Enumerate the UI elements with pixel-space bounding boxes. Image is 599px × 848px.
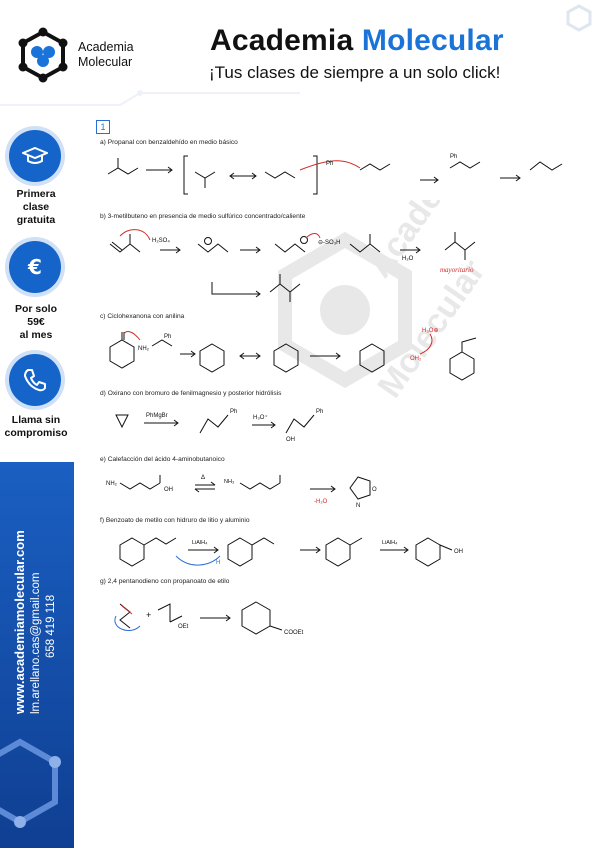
call-label-line-2: compromiso [4,427,68,439]
item-c-water: OH₂ [410,356,422,362]
item-e-heat: Δ [201,475,205,481]
free-class-label-line-3: gratuita [16,214,56,226]
price-button[interactable]: € [9,241,61,293]
item-e-nitrogen: N [356,503,360,509]
svg-text:Ph: Ph [450,154,457,160]
item-b-sulfate: ⊖-SO₃H [318,240,340,246]
corner-hexagon-icon [566,4,592,32]
item-c-hydronium: H₃O⊕ [422,328,438,334]
item-a-label: a) Propanal con benzaldehído en medio bá… [100,139,238,146]
item-e-scheme: NH₂ OH Δ NH₃ -H₂O N O [106,475,377,509]
academia-molecular-watermark: Academia Molecular [278,200,493,405]
item-c-phenyl: Ph [164,334,171,340]
logo-line-2: Molecular [78,55,133,69]
free-class-label: Primera clase gratuita [0,188,72,227]
item-b-reagent: H₂SO₄ [152,238,170,244]
item-e-water-loss: -H₂O [314,499,328,505]
item-b-major-product: mayoritario [440,266,474,274]
price-label-line-3: al mes [19,329,53,341]
euro-icon: € [27,255,42,279]
item-e-oxygen: O [372,487,377,493]
phone-number[interactable]: 658 419 118 [45,594,57,658]
free-class-label-line-1: Primera [16,188,56,200]
item-g-plus: + [146,610,151,620]
item-f-scheme: LiAlH₄ H LiAlH₄ OH [119,537,463,567]
item-g-ester: OEt [178,624,189,630]
phone-icon [24,369,46,392]
item-d-hydroxyl: OH [286,437,295,443]
item-f-label: f) Benzoato de metilo con hidruro de lit… [100,517,250,524]
price-label-line-1: Por solo [14,303,57,315]
band-hexagon-decoration [0,738,61,828]
item-g-product: COOEt [284,630,304,636]
item-e-amine: NH₂ [106,481,118,487]
item-g-label: g) 2,4 pentanodieno con propanoato de et… [100,578,230,585]
item-d-scheme: PhMgBr Ph H₃O⁺ OH Ph [115,409,323,443]
exercise-number: 1 [96,120,110,134]
website-link[interactable]: www.academiamolecular.com [12,530,27,714]
item-b-water: H₂O [402,256,414,262]
graduation-cap-icon [22,146,48,164]
price-label-line-2: 59€ [27,316,45,328]
free-class-label-line-2: clase [22,201,50,213]
tagline: ¡Tus clases de siempre a un solo click! [209,63,501,82]
item-e-label: e) Calefacción del ácido 4-aminobutanoic… [100,456,225,463]
contact-band [0,462,74,848]
item-d-phenyl-1: Ph [230,409,237,415]
call-label-line-1: Llama sin [11,414,61,426]
page-title: Academia Molecular [210,24,504,58]
title-part-1: Academia [210,24,354,57]
academia-molecular-logo-icon [18,27,68,83]
item-a-scheme: Ph Ph [107,154,563,195]
item-d-hydronium: H₃O⁺ [253,414,268,421]
call-label: Llama sin compromiso [0,414,72,440]
item-e-hydroxyl: OH [164,487,173,493]
item-e-ammonium: NH₃ [224,479,234,485]
item-d-label: d) Oxirano con bromuro de fenilmagnesio … [100,390,282,397]
item-f-reagent-2: LiAlH₄ [382,540,398,546]
svg-text:Ph: Ph [326,161,333,167]
item-c-scheme: NH₂ Ph OH₂ H₃O⊕ [109,328,477,381]
title-part-2: Molecular [361,24,504,57]
logo-wordmark: Academia Molecular [78,40,134,70]
item-b-scheme: H₂SO₄ ⊖-SO₃H H₂O mayoritario [109,229,476,302]
item-f-hydride: H [216,560,220,566]
item-g-scheme: + OEt COOEt [114,601,304,636]
item-c-label: c) Ciclohexanona con anilina [100,313,185,320]
item-d-phenyl-2: Ph [316,409,323,415]
item-f-reagent-1: LiAlH₄ [192,540,208,546]
email-link[interactable]: lm.arellano.cas@gmail.com [30,572,42,714]
svg-text:€: € [27,255,42,279]
item-d-reagent: PhMgBr [146,413,168,419]
free-class-button[interactable] [9,130,61,182]
item-b-label: b) 3-metilbuteno en presencia de medio s… [100,213,306,220]
price-label: Por solo 59€ al mes [0,303,72,342]
call-button[interactable] [9,354,61,406]
item-f-alcohol: OH [454,549,463,555]
item-c-amine: NH₂ [138,346,150,352]
background-network-lines [0,90,300,106]
logo-line-1: Academia [78,40,134,54]
